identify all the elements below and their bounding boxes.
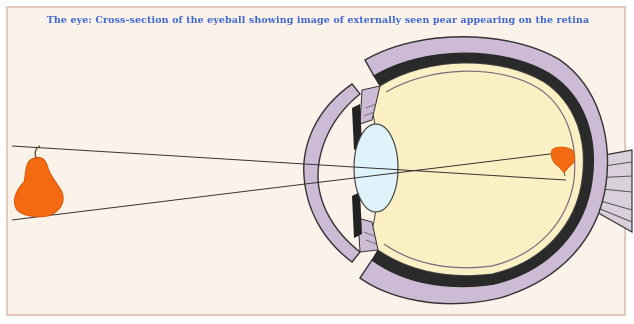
- cornea: [304, 84, 360, 262]
- pear-icon: [14, 146, 63, 217]
